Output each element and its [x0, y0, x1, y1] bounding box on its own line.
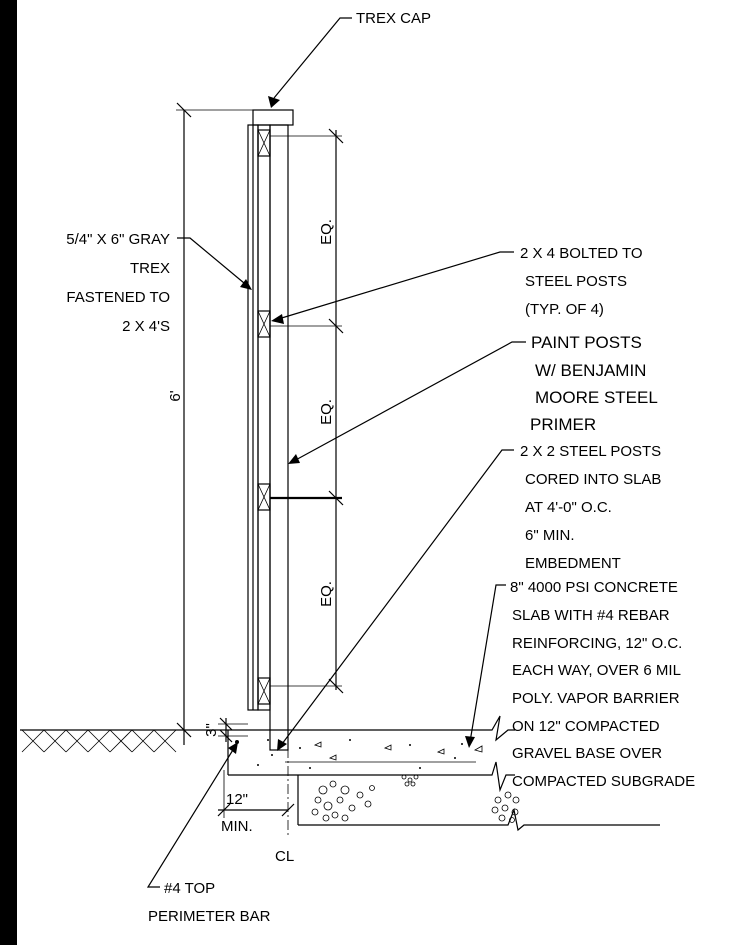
svg-text:COMPACTED SUBGRADE: COMPACTED SUBGRADE	[512, 773, 695, 790]
eq-label-bottom: EQ.	[318, 581, 335, 607]
eq-label-top: EQ.	[318, 219, 335, 245]
svg-text:2 X 4'S: 2 X 4'S	[122, 318, 170, 335]
frame-2x4	[257, 124, 271, 711]
svg-text:ON 12" COMPACTED: ON 12" COMPACTED	[512, 718, 660, 735]
centerline-label: CL	[275, 848, 294, 865]
svg-text:6" MIN.: 6" MIN.	[525, 527, 575, 544]
concrete-aggregate	[313, 741, 483, 761]
blocking-2x4	[257, 129, 271, 705]
earth-hatch	[21, 729, 177, 753]
bolted-label: 2 X 4 BOLTED TO STEEL POSTS (TYP. OF 4)	[520, 245, 643, 318]
svg-text:TREX: TREX	[130, 260, 170, 277]
gray-trex-label: 5/4" X 6" GRAY TREX FASTENED TO 2 X 4'S	[66, 231, 170, 335]
svg-text:STEEL POSTS: STEEL POSTS	[525, 273, 627, 290]
svg-text:5/4" X 6" GRAY: 5/4" X 6" GRAY	[66, 231, 170, 248]
concrete-dots	[257, 739, 463, 769]
slab-label: 8" 4000 PSI CONCRETE SLAB WITH #4 REBAR …	[510, 579, 695, 790]
svg-text:GRAVEL BASE OVER: GRAVEL BASE OVER	[512, 745, 662, 762]
sheet-border	[0, 0, 17, 945]
perimeter-bar-label: #4 TOP PERIMETER BAR	[148, 880, 271, 925]
leader-lines	[146, 17, 526, 888]
svg-text:PAINT POSTS: PAINT POSTS	[531, 333, 642, 352]
svg-text:2 X 4 BOLTED TO: 2 X 4 BOLTED TO	[520, 245, 643, 262]
svg-text:EACH WAY, OVER 6 MIL: EACH WAY, OVER 6 MIL	[512, 662, 681, 679]
svg-text:AT 4'-0" O.C.: AT 4'-0" O.C.	[525, 499, 612, 516]
svg-text:PERIMETER BAR: PERIMETER BAR	[148, 908, 271, 925]
steel-post	[269, 124, 289, 751]
trex-cap	[252, 109, 294, 126]
svg-text:EMBEDMENT: EMBEDMENT	[525, 555, 621, 572]
height-dimension-label: 6'	[167, 390, 184, 401]
svg-text:#4 TOP: #4 TOP	[164, 880, 215, 897]
svg-text:FASTENED TO: FASTENED TO	[66, 289, 170, 306]
svg-text:CORED INTO SLAB: CORED INTO SLAB	[525, 471, 661, 488]
steel-posts-label: 2 X 2 STEEL POSTS CORED INTO SLAB AT 4'-…	[520, 443, 661, 572]
svg-text:W/ BENJAMIN: W/ BENJAMIN	[535, 361, 646, 380]
svg-text:REINFORCING, 12" O.C.: REINFORCING, 12" O.C.	[512, 635, 682, 652]
gravel-stones	[311, 774, 520, 823]
grade-and-slab	[20, 715, 660, 832]
dimension-lines	[176, 102, 344, 835]
svg-text:(TYP. OF 4): (TYP. OF 4)	[525, 301, 604, 318]
min-label: MIN.	[221, 818, 253, 835]
svg-text:8" 4000 PSI CONCRETE: 8" 4000 PSI CONCRETE	[510, 579, 678, 596]
fence-elevation	[247, 109, 294, 751]
eq-label-middle: EQ.	[318, 399, 335, 425]
three-inch-label: 3"	[203, 723, 220, 737]
svg-text:MOORE STEEL: MOORE STEEL	[535, 388, 658, 407]
trex-cap-label: TREX CAP	[356, 10, 431, 27]
twelve-inch-label: 12"	[226, 791, 248, 808]
svg-text:SLAB WITH #4 REBAR: SLAB WITH #4 REBAR	[512, 607, 670, 624]
svg-text:2 X 2 STEEL POSTS: 2 X 2 STEEL POSTS	[520, 443, 661, 460]
svg-text:POLY. VAPOR BARRIER: POLY. VAPOR BARRIER	[512, 690, 680, 707]
paint-posts-label: PAINT POSTS W/ BENJAMIN MOORE STEEL PRIM…	[530, 333, 658, 434]
svg-text:PRIMER: PRIMER	[530, 415, 596, 434]
